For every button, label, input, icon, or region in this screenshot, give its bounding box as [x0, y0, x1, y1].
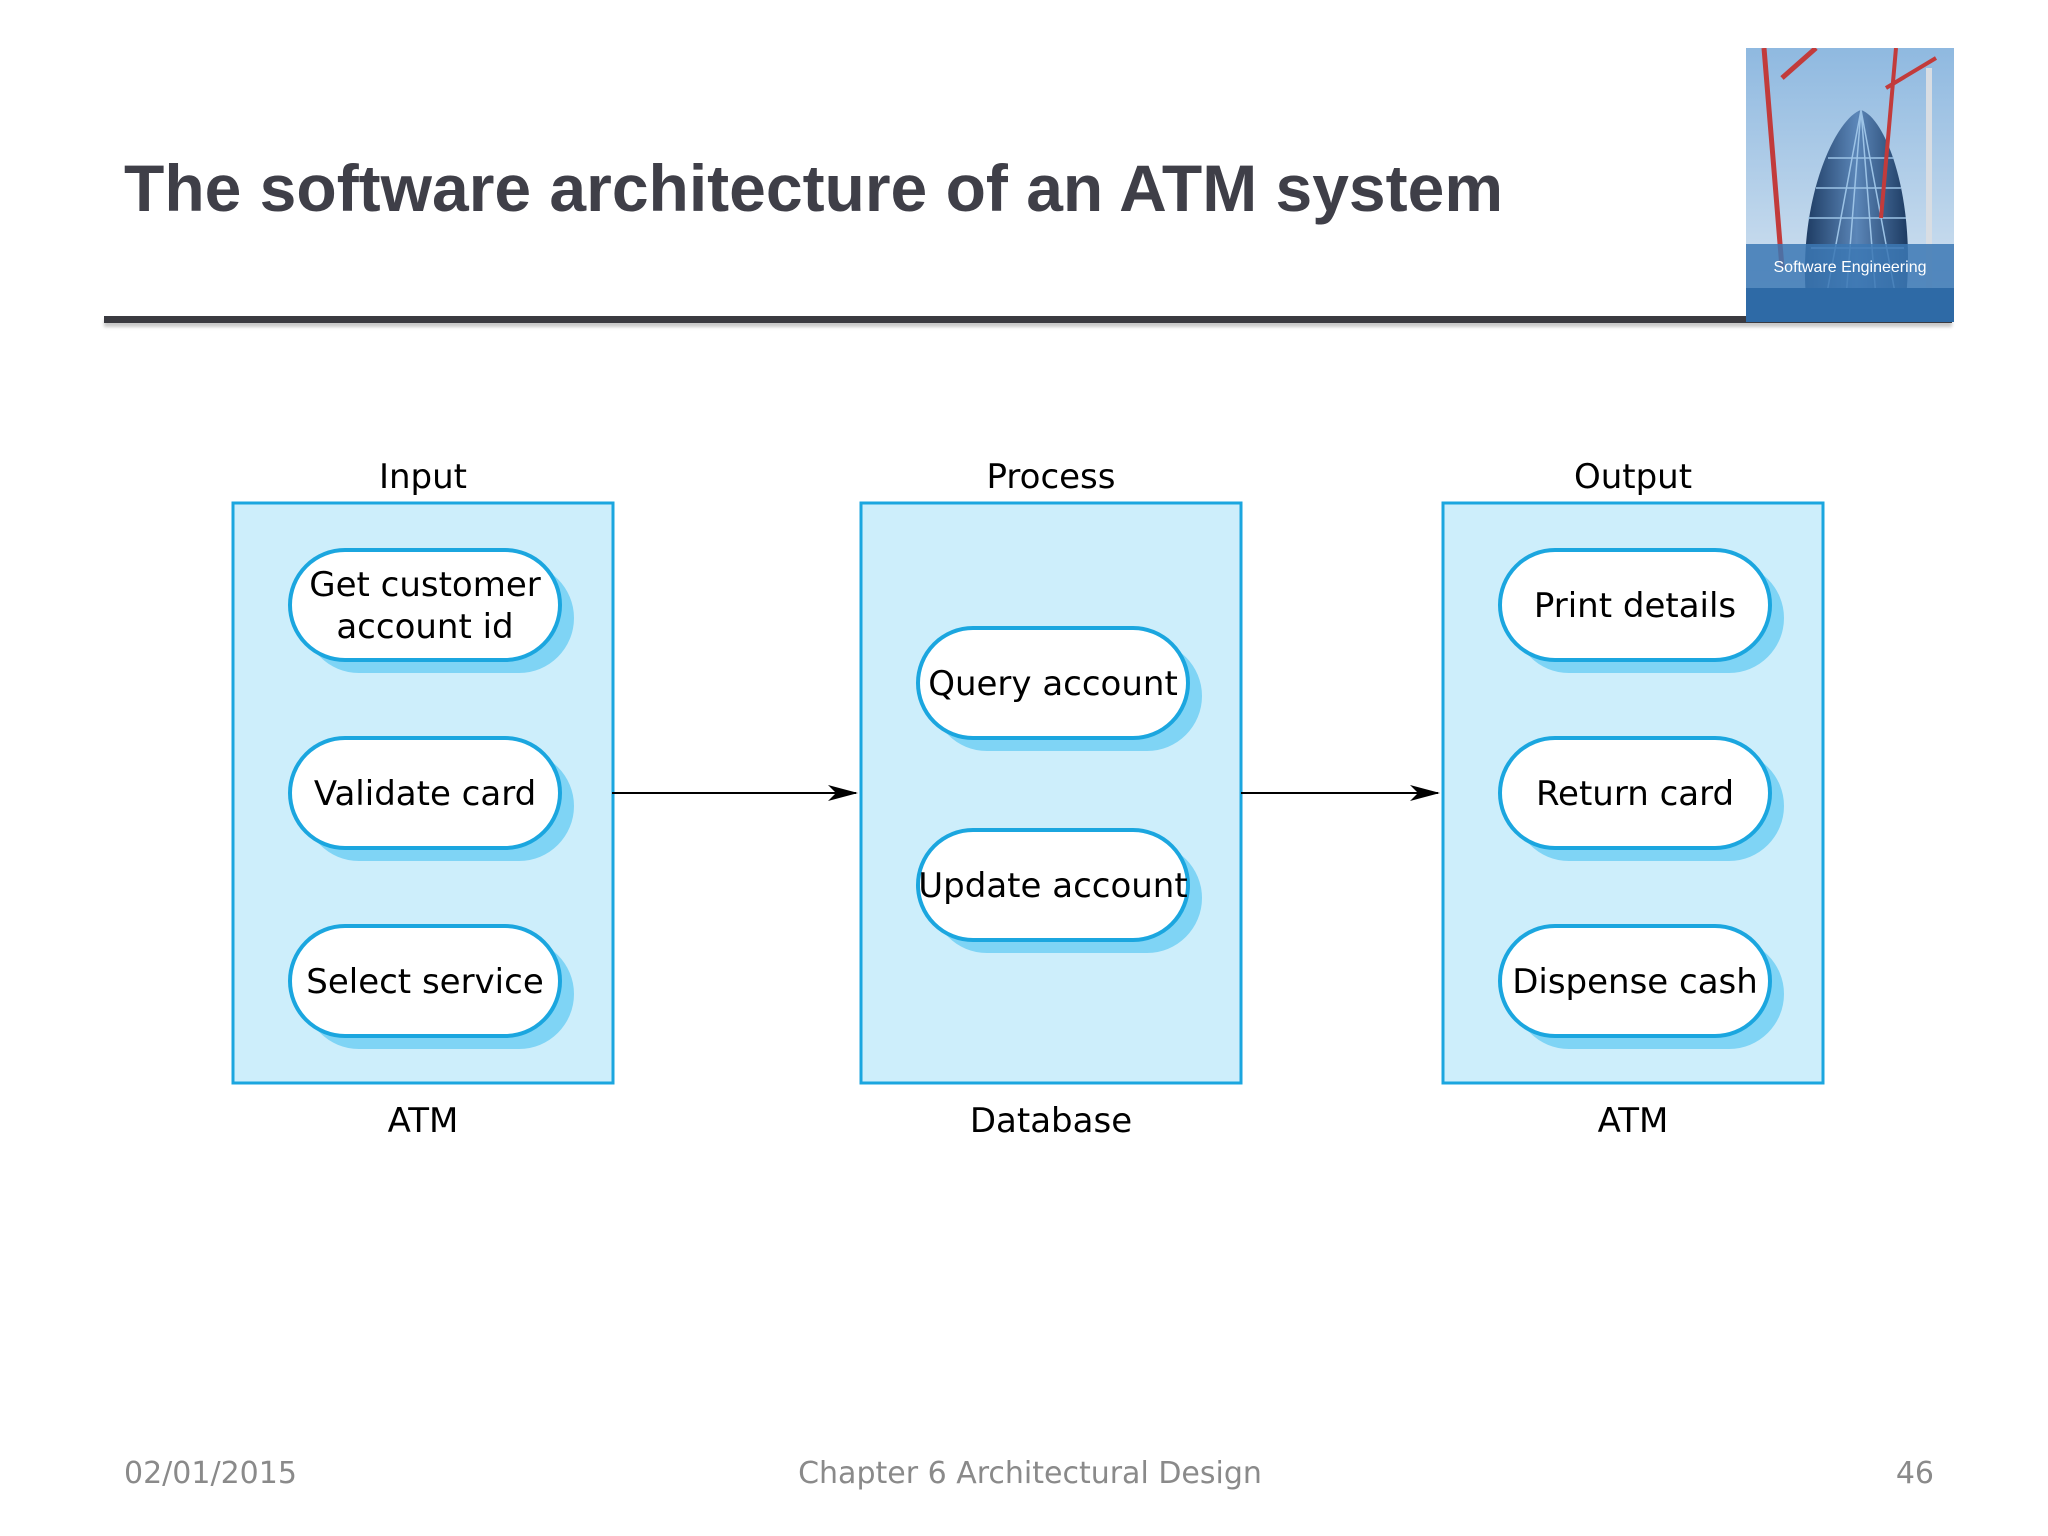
- footer-chapter: Chapter 6 Architectural Design: [798, 1456, 1262, 1491]
- footer-date: 02/01/2015: [124, 1456, 297, 1491]
- component-node: [916, 828, 1190, 942]
- component-label: Validate card: [314, 774, 536, 814]
- component-node: [1498, 924, 1772, 1038]
- book-cover-image: Software Engineering: [1746, 48, 1954, 322]
- title-divider: [104, 316, 1952, 323]
- component-label: Select service: [306, 962, 544, 1002]
- slide-title: The software architecture of an ATM syst…: [124, 151, 1504, 225]
- stage-host-input: ATM: [388, 1101, 459, 1141]
- stage-label-input: Input: [379, 457, 467, 497]
- component-label: Update account: [918, 866, 1187, 906]
- component-node: [288, 924, 562, 1038]
- component-node: [1498, 736, 1772, 850]
- component-label: Dispense cash: [1512, 962, 1758, 1002]
- stage-label-output: Output: [1574, 457, 1692, 497]
- component-label: Print details: [1534, 586, 1736, 626]
- stage-label-process: Process: [987, 457, 1116, 497]
- component-label: account id: [336, 607, 513, 647]
- component-node: [288, 548, 562, 662]
- component-label: Query account: [928, 664, 1178, 704]
- component-node: [288, 736, 562, 850]
- footer-page-number: 46: [1895, 1456, 1934, 1491]
- component-label: Get customer: [309, 565, 541, 605]
- component-node: [916, 626, 1190, 740]
- stage-host-process: Database: [970, 1101, 1132, 1141]
- book-cover-title: Software Engineering: [1773, 259, 1927, 276]
- stage-panel-process: [859, 501, 1243, 1085]
- stage-host-output: ATM: [1598, 1101, 1669, 1141]
- component-node: [1498, 548, 1772, 662]
- component-label: Return card: [1536, 774, 1734, 814]
